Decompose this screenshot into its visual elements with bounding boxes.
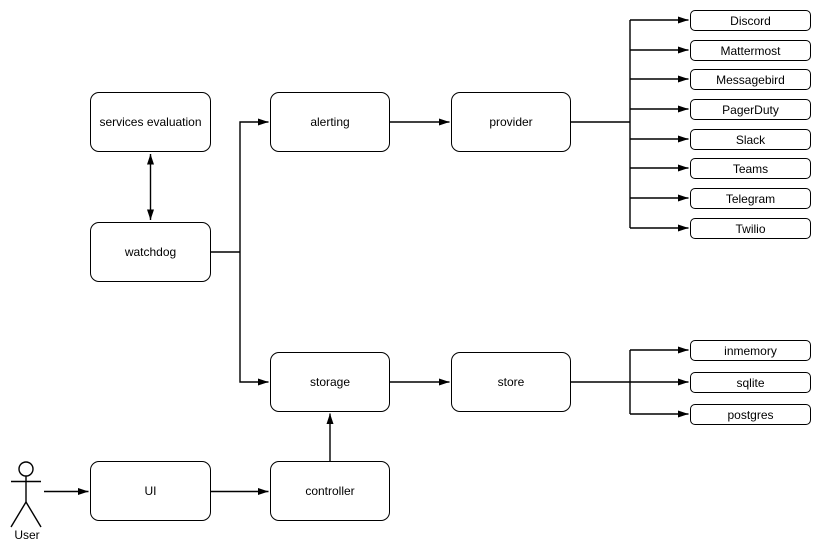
- node-telegram: Telegram: [690, 188, 811, 209]
- node-label: Telegram: [725, 191, 776, 206]
- node-store: store: [451, 352, 571, 412]
- node-provider: provider: [451, 92, 571, 152]
- node-twilio: Twilio: [690, 218, 811, 239]
- node-storage: storage: [270, 352, 390, 412]
- node-label: services evaluation: [99, 115, 202, 129]
- node-label: Messagebird: [716, 72, 785, 87]
- node-label: store: [497, 375, 525, 389]
- connectors: [44, 16, 689, 495]
- node-inmemory: inmemory: [690, 340, 811, 361]
- node-teams: Teams: [690, 158, 811, 179]
- node-mattermost: Mattermost: [690, 40, 811, 61]
- node-alerting: alerting: [270, 92, 390, 152]
- node-watchdog: watchdog: [90, 222, 211, 282]
- node-discord: Discord: [690, 10, 811, 31]
- node-ui: UI: [90, 461, 211, 521]
- node-label: Mattermost: [720, 43, 781, 58]
- user-actor-icon: [10, 461, 42, 528]
- node-label: storage: [309, 375, 351, 389]
- node-services-evaluation: services evaluation: [90, 92, 211, 152]
- node-controller: controller: [270, 461, 390, 521]
- node-label: controller: [305, 484, 355, 498]
- node-label: provider: [489, 115, 533, 129]
- node-label: Twilio: [735, 221, 766, 236]
- node-sqlite: sqlite: [690, 372, 811, 393]
- node-label: sqlite: [736, 375, 765, 390]
- node-label: Teams: [732, 161, 769, 176]
- node-label: UI: [144, 484, 157, 498]
- node-postgres: postgres: [690, 404, 811, 425]
- node-label: PagerDuty: [722, 102, 779, 117]
- node-label: inmemory: [724, 343, 777, 358]
- node-messagebird: Messagebird: [690, 69, 811, 90]
- node-label: Discord: [730, 13, 771, 28]
- edge-watchdog-storage: [239, 252, 269, 386]
- node-label: Slack: [735, 132, 766, 147]
- node-label: alerting: [310, 115, 350, 129]
- actor-label: User: [14, 528, 40, 542]
- node-slack: Slack: [690, 129, 811, 150]
- node-label: postgres: [727, 407, 774, 422]
- edge-watchdog-alerting: [239, 118, 269, 252]
- node-label: watchdog: [124, 245, 177, 259]
- node-pagerduty: PagerDuty: [690, 99, 811, 120]
